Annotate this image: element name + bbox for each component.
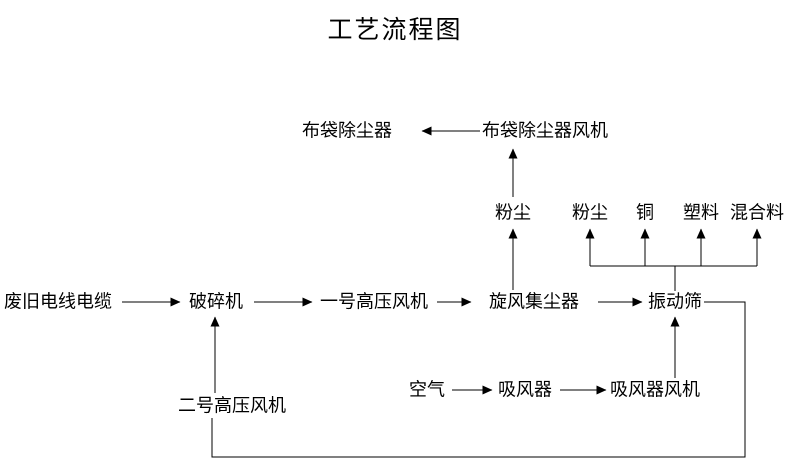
node-high-pressure-fan-1: 一号高压风机 xyxy=(318,291,430,313)
node-dust-right: 粉尘 xyxy=(570,202,610,224)
node-suction-fan: 吸风器风机 xyxy=(608,379,702,401)
node-crusher: 破碎机 xyxy=(187,291,245,313)
node-suction-device: 吸风器 xyxy=(496,379,554,401)
node-dust-left: 粉尘 xyxy=(493,202,533,224)
node-air: 空气 xyxy=(407,379,447,401)
node-mixture: 混合料 xyxy=(728,202,786,224)
node-bag-filter: 布袋除尘器 xyxy=(300,120,394,142)
line-screen-to-fan2-loop xyxy=(211,301,746,458)
node-cyclone-collector: 旋风集尘器 xyxy=(487,291,581,313)
node-vibrating-screen: 振动筛 xyxy=(646,291,704,313)
node-high-pressure-fan-2: 二号高压风机 xyxy=(176,395,288,417)
node-plastic: 塑料 xyxy=(681,202,721,224)
diagram-title: 工艺流程图 xyxy=(327,17,463,44)
node-bag-filter-fan: 布袋除尘器风机 xyxy=(480,120,610,142)
node-copper: 铜 xyxy=(634,202,656,224)
node-waste-cable: 废旧电线电缆 xyxy=(2,291,114,313)
